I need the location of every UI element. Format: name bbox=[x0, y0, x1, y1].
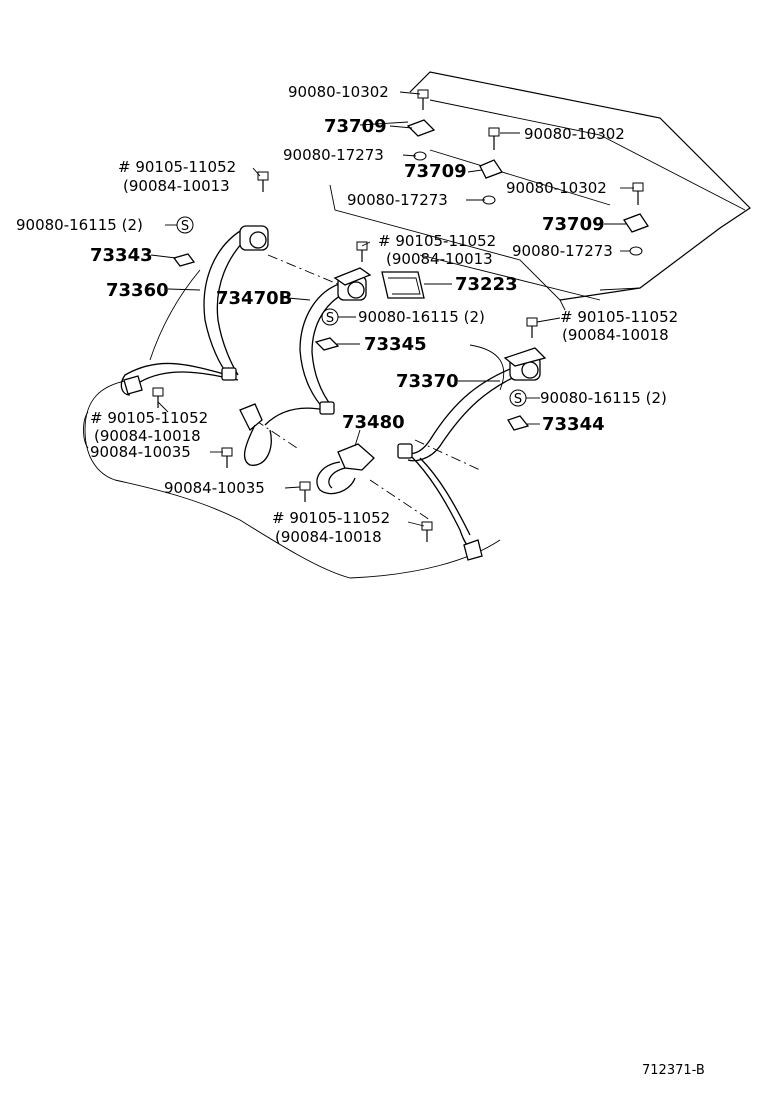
cover-73345 bbox=[314, 337, 340, 351]
cover-73709 bbox=[479, 159, 503, 179]
label-73470b: 73470B bbox=[216, 288, 292, 309]
bolt-icon bbox=[632, 182, 644, 205]
label-90080-10302-c: 90080-10302 bbox=[506, 179, 607, 197]
label-90080-17273-c: 90080-17273 bbox=[512, 242, 613, 260]
label-73343: 73343 bbox=[90, 245, 153, 266]
nut-icon bbox=[629, 246, 643, 256]
diagram-id: 712371-B bbox=[642, 1063, 705, 1078]
bolt-icon bbox=[257, 171, 269, 192]
cover-73344 bbox=[507, 415, 530, 431]
label-73709-b: 73709 bbox=[404, 161, 467, 182]
left-outer-belt-assembly bbox=[120, 225, 272, 466]
cover-73709 bbox=[406, 119, 436, 137]
bolt-icon bbox=[488, 127, 500, 150]
label-90105-11052-a: # 90105-11052 bbox=[118, 158, 236, 176]
label-73370: 73370 bbox=[396, 371, 459, 392]
right-lower-anchor-plate bbox=[463, 539, 483, 561]
buckle-left bbox=[239, 403, 263, 432]
buckle-body bbox=[337, 443, 375, 471]
label-73223: 73223 bbox=[455, 274, 518, 295]
label-90105-11052-e: # 90105-11052 bbox=[272, 509, 390, 527]
right-outer-belt-assembly bbox=[397, 347, 547, 561]
center-belt-webbing bbox=[299, 281, 346, 411]
label-73345: 73345 bbox=[364, 334, 427, 355]
left-lower-anchor-plate bbox=[123, 375, 143, 395]
label-90084-10013-b: (90084-10013 bbox=[386, 250, 493, 268]
label-90080-16115-c: 90080-16115 (2) bbox=[540, 389, 667, 407]
label-73360: 73360 bbox=[106, 280, 169, 301]
bolt-icon bbox=[221, 447, 233, 468]
package-tray-outline bbox=[329, 71, 751, 311]
label-90080-17273-a: 90080-17273 bbox=[283, 146, 384, 164]
label-73709-c: 73709 bbox=[542, 214, 605, 235]
label-90080-16115-b: 90080-16115 (2) bbox=[358, 308, 485, 326]
label-90105-11052-d: # 90105-11052 bbox=[90, 409, 208, 427]
left-belt-anchor bbox=[221, 367, 237, 381]
label-73344: 73344 bbox=[542, 414, 605, 435]
seat-outline bbox=[84, 254, 505, 579]
label-90084-10035-b: 90084-10035 bbox=[164, 479, 265, 497]
center-belt-assembly bbox=[264, 267, 372, 426]
s-mark-3: S bbox=[509, 389, 527, 407]
label-90080-16115-a: 90080-16115 (2) bbox=[16, 216, 143, 234]
s-mark-2: S bbox=[321, 308, 339, 326]
leader-lines bbox=[83, 91, 634, 527]
label-90080-10302-b: 90080-10302 bbox=[524, 125, 625, 143]
label-90084-10018-c: (90084-10018 bbox=[275, 528, 382, 546]
center-buckle-assembly bbox=[316, 443, 375, 495]
s-mark-1: S bbox=[176, 216, 194, 234]
svg-text:S: S bbox=[514, 392, 522, 407]
label-90080-17273-b: 90080-17273 bbox=[347, 191, 448, 209]
part-labels: 90080-10302 73709 90080-10302 90080-1727… bbox=[16, 83, 678, 546]
left-belt-webbing bbox=[203, 227, 246, 376]
svg-text:S: S bbox=[326, 311, 334, 326]
label-90105-11052-b: # 90105-11052 bbox=[378, 232, 496, 250]
label-73480: 73480 bbox=[342, 412, 405, 433]
label-90105-11052-c: # 90105-11052 bbox=[560, 308, 678, 326]
label-90084-10018-a: (90084-10018 bbox=[562, 326, 669, 344]
cover-73709 bbox=[623, 213, 649, 233]
bolt-icon bbox=[421, 521, 433, 542]
label-90084-10035-a: 90084-10035 bbox=[90, 443, 191, 461]
label-90084-10013-a: (90084-10013 bbox=[123, 177, 230, 195]
bolt-icon bbox=[417, 89, 429, 110]
holder-73223 bbox=[381, 271, 425, 299]
label-90080-10302-a: 90080-10302 bbox=[288, 83, 389, 101]
label-73709-a: 73709 bbox=[324, 116, 387, 137]
bolt-icon bbox=[356, 241, 368, 262]
label-90084-10018-b: (90084-10018 bbox=[94, 427, 201, 445]
bolt-icon bbox=[526, 317, 538, 338]
bolt-icon bbox=[299, 481, 311, 502]
hardware bbox=[152, 89, 649, 542]
svg-text:S: S bbox=[181, 219, 189, 234]
cover-73343 bbox=[172, 253, 196, 267]
